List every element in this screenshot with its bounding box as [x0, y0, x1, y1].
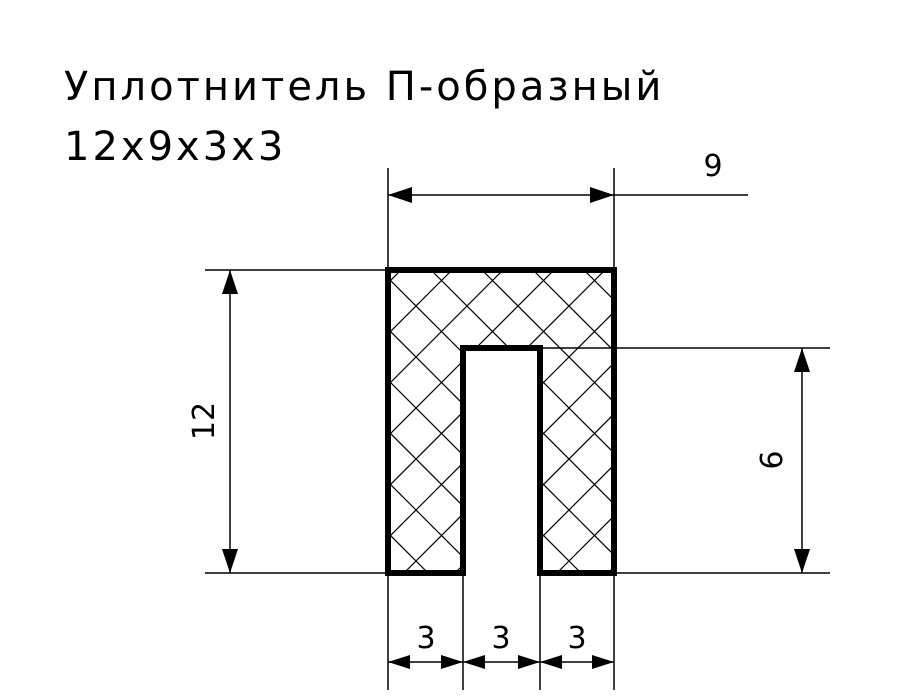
- dim-label-left-wall: 3: [416, 621, 435, 656]
- dim-label-overall-height: 12: [187, 402, 222, 440]
- dimension-bottom-chain: 3 3 3: [388, 621, 614, 669]
- dim-label-top-width: 9: [703, 149, 722, 184]
- profile-outline: [385, 267, 617, 576]
- hatch-line: [722, 0, 900, 700]
- dimension-top-width: 9: [388, 149, 748, 203]
- hatch-line: [671, 0, 900, 700]
- dim-label-right-wall: 3: [567, 621, 586, 656]
- hatch-line: [0, 0, 8, 700]
- hatch-line: [388, 270, 614, 573]
- hatch-line: [388, 270, 614, 573]
- dimension-overall-height: 12: [187, 270, 238, 573]
- hatch-line: [388, 270, 614, 573]
- hatch-line: [388, 270, 614, 573]
- hatch-line: [824, 0, 900, 700]
- hatch-line: [773, 0, 900, 700]
- dimension-inner-height: 9: [752, 348, 810, 573]
- dim-label-channel: 3: [491, 621, 510, 656]
- hatch-line: [0, 0, 59, 700]
- hatch-line: [875, 0, 900, 700]
- dim-label-inner-height: 9: [752, 450, 787, 469]
- title-line-2: 12x9x3x3: [64, 124, 286, 170]
- title-line-1: Уплотнитель П-образный: [64, 64, 664, 110]
